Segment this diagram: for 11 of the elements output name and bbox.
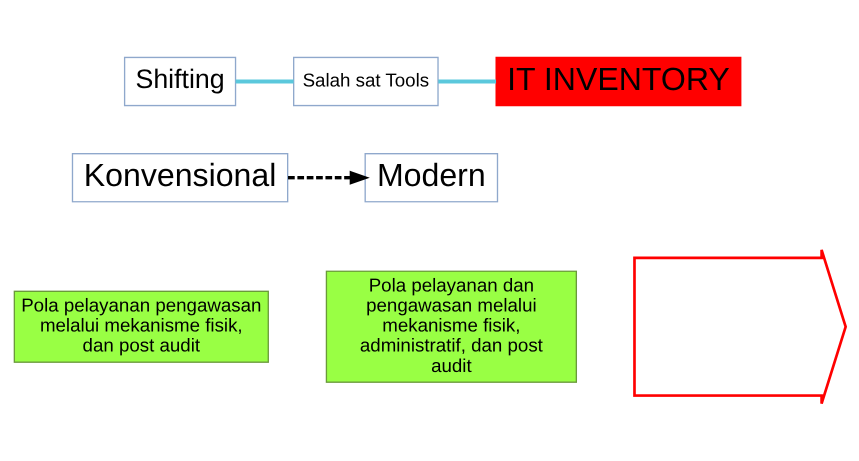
- arrow: [288, 170, 370, 185]
- node-box: Salah sat Tools: [292, 56, 438, 106]
- node-box: Modern: [364, 152, 498, 202]
- connector: [235, 79, 294, 84]
- connector: [438, 79, 496, 84]
- node-box: Konvensional: [71, 152, 288, 202]
- node-box: Shifting: [123, 56, 236, 106]
- node-arrow: [632, 248, 847, 405]
- node-box: Pola pelayanan dan pengawasan melalui mekanisme fisik, administratif, dan post audit: [325, 270, 577, 383]
- node-box: IT INVENTORY: [494, 56, 741, 106]
- node-box: Pola pelayanan pengawasan melalui mekanisme fisik, dan post audit: [13, 290, 268, 363]
